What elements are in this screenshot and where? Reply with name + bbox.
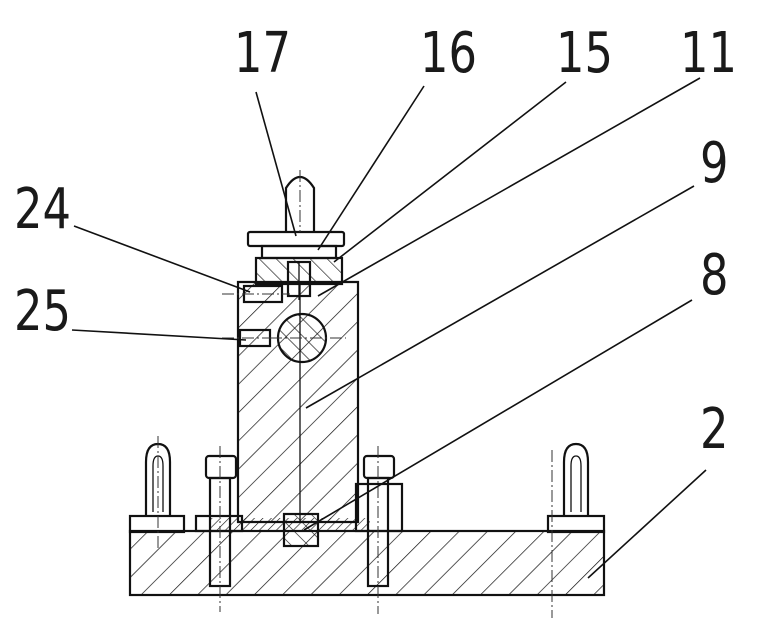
locating-pin (284, 170, 316, 232)
screw-24 (222, 284, 290, 304)
leader-lines (71, 77, 707, 579)
callout-9: 9 (700, 130, 729, 195)
callout-25: 25 (14, 278, 71, 343)
top-flange (246, 230, 346, 260)
callout-16: 16 (420, 20, 477, 85)
callout-11: 11 (680, 20, 737, 85)
callout-2: 2 (700, 396, 729, 461)
lifting-eye-left (144, 436, 172, 548)
screw-right (362, 446, 396, 614)
screw-25 (222, 328, 280, 348)
lifting-eye-right (551, 442, 590, 618)
callout-17: 17 (234, 20, 291, 85)
callout-24: 24 (14, 176, 71, 241)
callout-8: 8 (700, 242, 729, 307)
key-block (282, 512, 320, 548)
screw-left (204, 446, 238, 612)
callout-15: 15 (556, 20, 613, 85)
